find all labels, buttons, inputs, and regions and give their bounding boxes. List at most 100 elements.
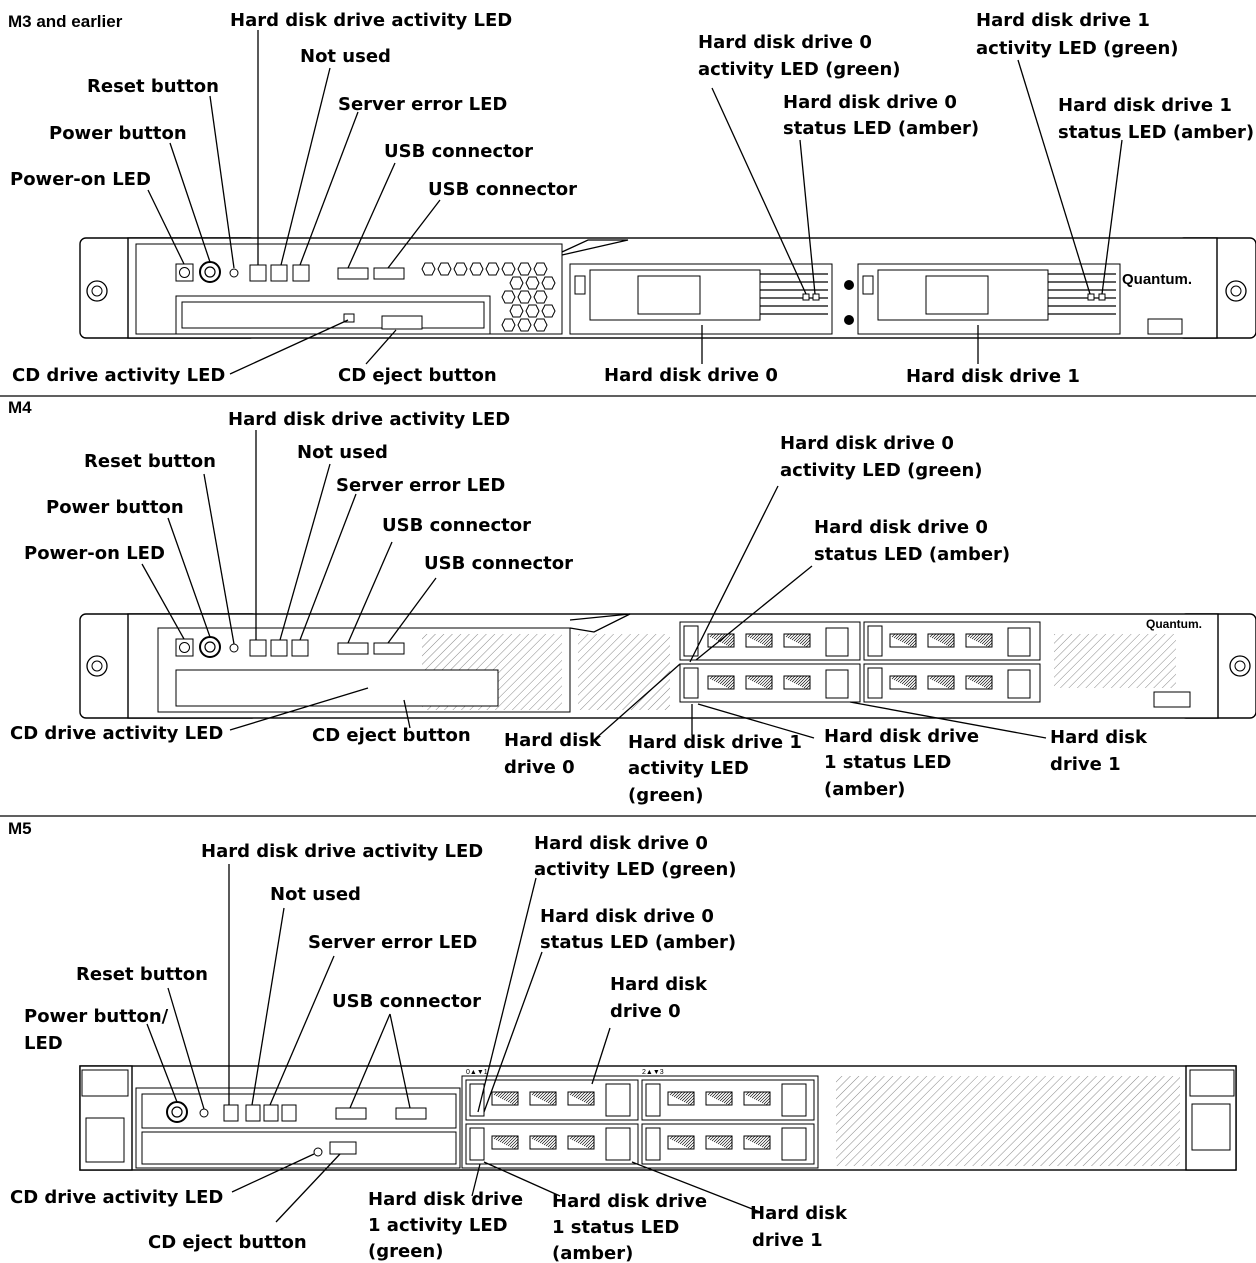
m3-label-hdd1: Hard disk drive 1 bbox=[906, 366, 1080, 387]
m3-label-cd-activity-led: CD drive activity LED bbox=[12, 365, 225, 386]
m3-hdd0-activity-led-icon bbox=[803, 294, 809, 300]
m5-label-power-button-1: Power button/ bbox=[24, 1006, 169, 1027]
m4-label-hdd0-status-led-1: Hard disk drive 0 bbox=[814, 517, 988, 538]
m5-power-button[interactable] bbox=[167, 1102, 187, 1122]
m4-power-on-led-icon bbox=[176, 639, 193, 656]
m3-hard-disk-drive-1[interactable] bbox=[858, 264, 1120, 334]
m3-reset-button[interactable] bbox=[230, 269, 238, 277]
m3-label-hdd0-activity-led-2: activity LED (green) bbox=[698, 59, 901, 80]
m4-label-hdd1-status-led-3: (amber) bbox=[824, 779, 905, 800]
m4-right-thumbscrew-icon bbox=[1230, 656, 1250, 676]
m3-label-hdd0-status-led-1: Hard disk drive 0 bbox=[783, 92, 957, 113]
m3-usb-connector-1[interactable] bbox=[338, 268, 368, 279]
m3-label-not-used: Not used bbox=[300, 46, 391, 67]
m5-label-not-used: Not used bbox=[270, 884, 361, 905]
m3-label-server-error-led: Server error LED bbox=[338, 94, 507, 115]
m3-label-hdd-activity-led: Hard disk drive activity LED bbox=[230, 10, 512, 31]
m3-hdd1-status-led-icon bbox=[1099, 294, 1105, 300]
m4-label-cd-activity-led: CD drive activity LED bbox=[10, 723, 223, 744]
m5-cd-activity-led-icon bbox=[314, 1148, 322, 1156]
m5-server-error-led-icon bbox=[264, 1105, 278, 1121]
m4-reset-button[interactable] bbox=[230, 644, 238, 652]
m3-right-thumbscrew-icon bbox=[1226, 281, 1246, 301]
m4-left-thumbscrew-icon bbox=[87, 656, 107, 676]
m5-label-power-button-2: LED bbox=[24, 1033, 63, 1054]
m5-label-hdd1-activity-led-1: Hard disk drive bbox=[368, 1189, 523, 1210]
m4-label-cd-eject-button: CD eject button bbox=[312, 725, 471, 746]
m5-label-hdd0-status-led-1: Hard disk drive 0 bbox=[540, 906, 714, 927]
m4-label-usb-connector-2: USB connector bbox=[424, 553, 573, 574]
m3-label-power-on-led: Power-on LED bbox=[10, 169, 151, 190]
m3-hdd0-status-led-icon bbox=[813, 294, 819, 300]
m5-cd-eject-button[interactable] bbox=[330, 1142, 356, 1154]
m5-label-hdd0-activity-led-1: Hard disk drive 0 bbox=[534, 833, 708, 854]
m3-not-used-led-icon bbox=[271, 265, 287, 281]
m5-label-hdd0-1: Hard disk bbox=[610, 974, 708, 995]
section-title-m3: M3 and earlier bbox=[8, 12, 123, 31]
m4-label-hdd1-activity-led-2: activity LED bbox=[628, 758, 749, 779]
m3-label-usb-connector-1: USB connector bbox=[384, 141, 533, 162]
m4-hard-disk-drive-1[interactable] bbox=[680, 664, 860, 702]
m3-hdd-activity-led-icon bbox=[250, 265, 266, 281]
m4-label-hdd0-2: drive 0 bbox=[504, 757, 575, 778]
m3-label-hdd1-status-led-2: status LED (amber) bbox=[1058, 122, 1254, 143]
m5-drive-bay-3[interactable] bbox=[642, 1124, 814, 1164]
m5-reset-button[interactable] bbox=[200, 1109, 208, 1117]
m5-label-hdd1-status-led-2: 1 status LED bbox=[552, 1217, 679, 1238]
section-m3: M3 and earlier Quantum. bbox=[8, 10, 1256, 387]
m4-drive-bay-2[interactable] bbox=[864, 622, 1040, 660]
m4-label-not-used: Not used bbox=[297, 442, 388, 463]
section-m5: M5 0▲▼1 2▲▼3 bbox=[8, 819, 1236, 1263]
m4-usb-connector-2[interactable] bbox=[374, 643, 404, 654]
m3-label-cd-eject-button: CD eject button bbox=[338, 365, 497, 386]
m4-label-server-error-led: Server error LED bbox=[336, 475, 505, 496]
m5-label-server-error-led: Server error LED bbox=[308, 932, 477, 953]
m4-label-hdd0-activity-led-1: Hard disk drive 0 bbox=[780, 433, 954, 454]
m4-label-hdd1-1: Hard disk bbox=[1050, 727, 1148, 748]
m4-not-used-led-icon bbox=[271, 640, 287, 656]
m3-hdd1-activity-led-icon bbox=[1088, 294, 1094, 300]
m3-label-reset-button: Reset button bbox=[87, 76, 219, 97]
m3-hard-disk-drive-0[interactable] bbox=[570, 264, 832, 334]
m5-label-hdd1-status-led-3: (amber) bbox=[552, 1243, 633, 1263]
m5-bay-mark-right: 2▲▼3 bbox=[642, 1069, 664, 1076]
m5-label-cd-eject-button: CD eject button bbox=[148, 1232, 307, 1253]
m4-id-label bbox=[1154, 692, 1190, 707]
m4-usb-connector-1[interactable] bbox=[338, 643, 368, 654]
section-title-m4: M4 bbox=[8, 398, 32, 417]
m5-hard-disk-drive-0[interactable] bbox=[466, 1080, 638, 1120]
m5-label-hdd1-1: Hard disk bbox=[750, 1203, 848, 1224]
m4-power-button[interactable] bbox=[200, 637, 220, 657]
m5-usb-connector-1[interactable] bbox=[336, 1108, 366, 1119]
m5-drive-bay-2[interactable] bbox=[642, 1080, 814, 1120]
m5-label-hdd1-activity-led-2: 1 activity LED bbox=[368, 1215, 508, 1236]
m3-id-label bbox=[1148, 319, 1182, 334]
m4-label-hdd1-status-led-2: 1 status LED bbox=[824, 752, 951, 773]
m5-label-hdd1-status-led-1: Hard disk drive bbox=[552, 1191, 707, 1212]
m5-label-usb-connector: USB connector bbox=[332, 991, 481, 1012]
m3-power-button[interactable] bbox=[200, 262, 220, 282]
m3-server-error-led-icon bbox=[293, 265, 309, 281]
m4-label-hdd0-1: Hard disk bbox=[504, 730, 602, 751]
m5-hard-disk-drive-1[interactable] bbox=[466, 1124, 638, 1164]
m5-hdd-activity-led-icon bbox=[224, 1105, 238, 1121]
m5-bay-mark-left: 0▲▼1 bbox=[466, 1069, 488, 1076]
m3-left-thumbscrew-icon bbox=[87, 281, 107, 301]
m3-power-on-led-icon bbox=[176, 264, 193, 281]
m4-label-hdd1-activity-led-3: (green) bbox=[628, 785, 703, 806]
m5-label-hdd0-status-led-2: status LED (amber) bbox=[540, 932, 736, 953]
m3-cd-eject-button[interactable] bbox=[382, 316, 422, 329]
m4-label-hdd0-activity-led-2: activity LED (green) bbox=[780, 460, 983, 481]
m5-label-hdd0-2: drive 0 bbox=[610, 1001, 681, 1022]
m4-drive-bay-3[interactable] bbox=[864, 664, 1040, 702]
m4-label-power-on-led: Power-on LED bbox=[24, 543, 165, 564]
m3-label-hdd0-status-led-2: status LED (amber) bbox=[783, 118, 979, 139]
m3-label-hdd1-status-led-1: Hard disk drive 1 bbox=[1058, 95, 1232, 116]
m4-label-hdd1-status-led-1: Hard disk drive bbox=[824, 726, 979, 747]
m5-usb-connector-2[interactable] bbox=[396, 1108, 426, 1119]
m4-label-hdd1-activity-led-1: Hard disk drive 1 bbox=[628, 732, 802, 753]
m4-server-error-led-icon bbox=[292, 640, 308, 656]
m3-usb-connector-2[interactable] bbox=[374, 268, 404, 279]
m4-label-hdd0-status-led-2: status LED (amber) bbox=[814, 544, 1010, 565]
m3-label-power-button: Power button bbox=[49, 123, 187, 144]
